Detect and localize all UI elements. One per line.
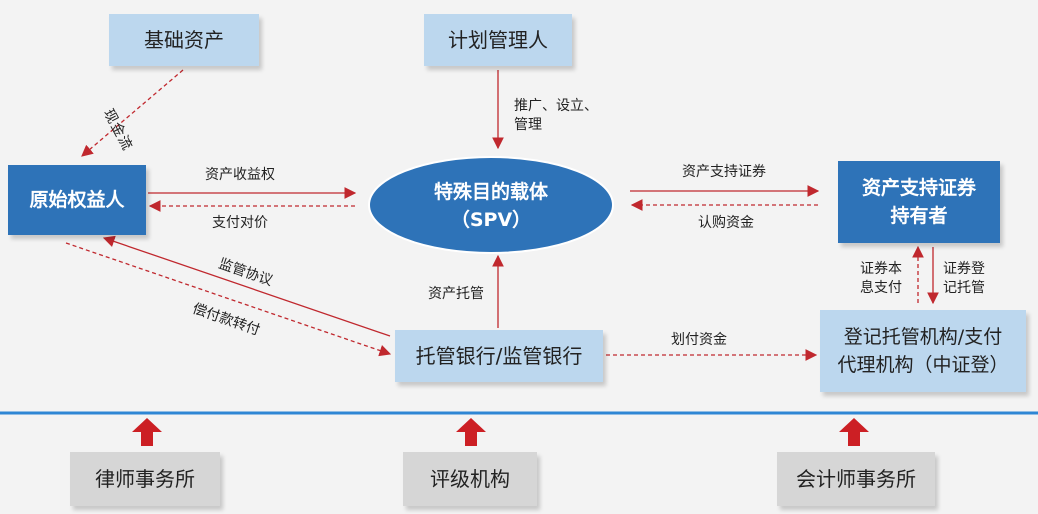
rating-agency-label: 评级机构	[430, 467, 510, 491]
principal-payment-label-line1: 证券本	[860, 261, 902, 277]
spv-label-line1: 特殊目的载体	[433, 180, 548, 203]
registration-custody-label-line2: 记托管	[943, 279, 985, 296]
underlying-assets-label: 基础资产	[144, 28, 224, 52]
principal-payment-label: 证券本 息支付	[860, 260, 902, 298]
spv-node: 特殊目的载体 （SPV）	[380, 168, 602, 244]
supervision-agreement-arrow	[102, 235, 391, 337]
subscription-funds-label: 认购资金	[698, 215, 754, 231]
rating-agency-up-arrow	[456, 418, 486, 446]
custodian-bank-label: 托管银行/监管银行	[415, 344, 583, 368]
accounting-firm-node: 会计师事务所	[777, 452, 935, 506]
asset-income-right-label: 资产收益权	[205, 167, 275, 183]
promote-label-line1: 推广、设立、	[514, 98, 598, 114]
abs-holders-label-line1: 资产支持证券	[861, 176, 976, 199]
principal-payment-label-line2: 息支付	[860, 279, 902, 296]
law-firm-node: 律师事务所	[70, 452, 220, 506]
registrar-node: 登记托管机构/支付 代理机构（中证登）	[820, 310, 1026, 392]
cash-flow-arrow	[81, 69, 184, 157]
abs-holders-label-line2: 持有者	[890, 205, 948, 227]
law-firm-up-arrow	[132, 418, 162, 446]
plan-manager-node: 计划管理人	[424, 14, 572, 66]
spv-label-line2: （SPV）	[450, 209, 532, 231]
abs-holders-node: 资产支持证券 持有者	[838, 161, 1000, 243]
originator-label: 原始权益人	[29, 188, 125, 211]
underlying-assets-node: 基础资产	[109, 14, 259, 66]
promote-label-line2: 管理	[514, 116, 542, 133]
accounting-firm-label: 会计师事务所	[796, 467, 916, 491]
plan-manager-label: 计划管理人	[448, 28, 548, 52]
registration-custody-label-line1: 证券登	[943, 261, 985, 277]
abs-securities-label: 资产支持证券	[682, 164, 766, 180]
repayment-transfer-arrow	[65, 242, 392, 357]
pay-consideration-label: 支付对价	[212, 215, 268, 231]
law-firm-label: 律师事务所	[95, 467, 195, 491]
promote-label: 推广、设立、 管理	[514, 97, 598, 135]
transfer-funds-label: 划付资金	[671, 332, 727, 348]
originator-node: 原始权益人	[8, 165, 146, 235]
asset-custody-label: 资产托管	[428, 286, 484, 302]
custodian-bank-node: 托管银行/监管银行	[395, 330, 603, 382]
accounting-firm-up-arrow	[839, 418, 869, 446]
registrar-label-line2: 代理机构（中证登）	[837, 354, 1009, 376]
rating-agency-node: 评级机构	[403, 452, 537, 506]
registrar-label-line1: 登记托管机构/支付	[843, 325, 1003, 348]
spv-ellipse	[368, 156, 614, 254]
registration-custody-label: 证券登 记托管	[943, 260, 985, 298]
